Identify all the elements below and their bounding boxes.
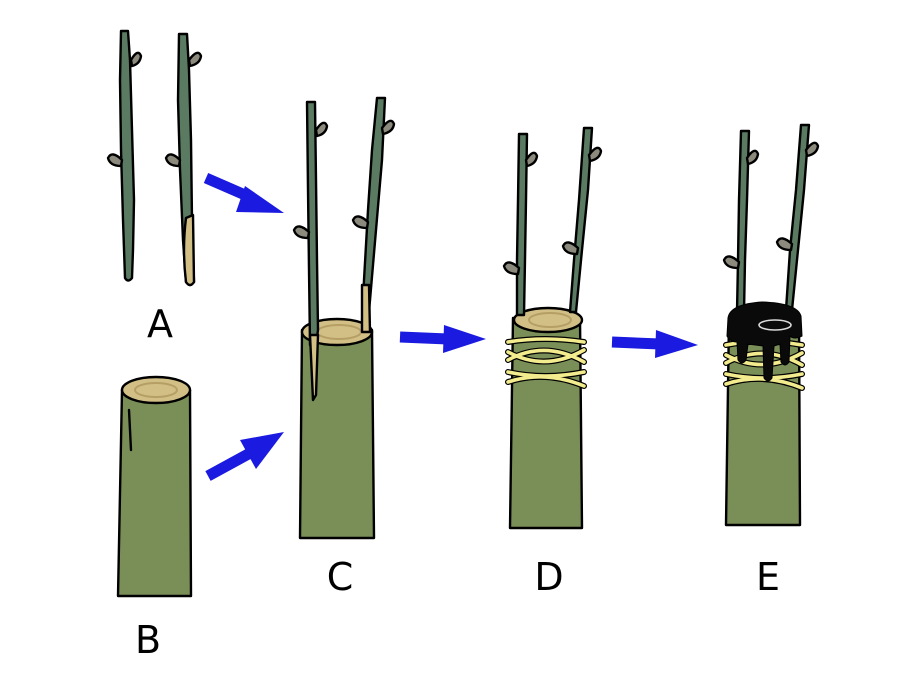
bud bbox=[351, 215, 370, 230]
bud bbox=[502, 261, 521, 276]
stage-label-b: B bbox=[135, 618, 161, 662]
bud bbox=[129, 51, 143, 68]
arrow-b-to-c bbox=[205, 432, 284, 481]
scion-a-right bbox=[164, 32, 203, 287]
bud bbox=[106, 153, 124, 168]
bud bbox=[804, 141, 820, 158]
stage-b-rootstock: B bbox=[116, 375, 193, 662]
bud bbox=[187, 51, 203, 68]
rootstock-cut-face bbox=[512, 306, 584, 334]
grafting-wax-seal bbox=[726, 301, 803, 382]
stage-e-sealed: E bbox=[722, 123, 820, 599]
bud bbox=[292, 225, 311, 240]
stage-label-c: C bbox=[327, 555, 354, 599]
twine-wrap bbox=[505, 336, 587, 389]
stage-c-inserted: C bbox=[292, 96, 396, 599]
scion-e-left bbox=[722, 129, 760, 314]
stage-label-d: D bbox=[534, 555, 563, 599]
rootstock-cut-face bbox=[120, 375, 192, 405]
bud bbox=[722, 255, 741, 270]
scion-d-right bbox=[561, 126, 603, 314]
scion-wedge-cut bbox=[182, 213, 196, 287]
stage-d-tied: D bbox=[502, 126, 603, 599]
bud bbox=[587, 146, 603, 163]
bud bbox=[314, 121, 329, 138]
arrow-c-to-d bbox=[399, 325, 486, 353]
rootstock-cut-face bbox=[300, 317, 374, 347]
bud bbox=[745, 149, 760, 166]
bud bbox=[561, 241, 580, 256]
arrow-d-to-e bbox=[611, 330, 698, 358]
bud bbox=[164, 153, 182, 168]
bud bbox=[380, 119, 396, 136]
bud bbox=[524, 151, 539, 168]
scion-e-right bbox=[775, 123, 820, 312]
scion-d-left bbox=[502, 132, 539, 317]
scion-c-left bbox=[292, 100, 329, 402]
stage-label-e: E bbox=[756, 555, 780, 599]
bud bbox=[775, 237, 794, 252]
stage-a-scions: A bbox=[106, 29, 203, 346]
scion-c-right bbox=[351, 96, 396, 334]
arrow-a-to-c bbox=[203, 172, 284, 213]
stage-label-a: A bbox=[147, 302, 173, 346]
scion-a-left bbox=[106, 29, 143, 282]
wax-highlight bbox=[758, 319, 792, 331]
